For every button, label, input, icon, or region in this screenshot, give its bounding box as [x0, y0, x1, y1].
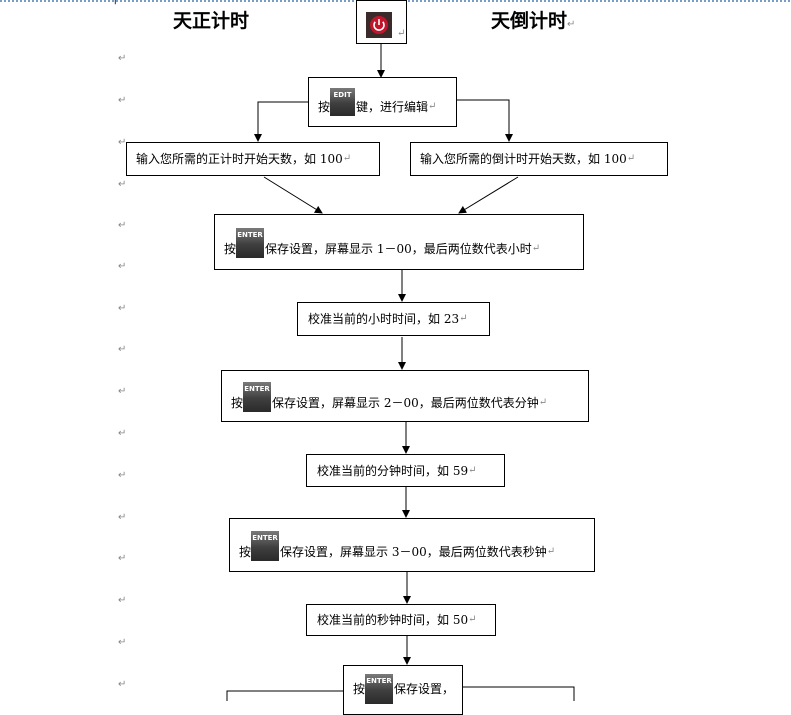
step-text: 保存设置，屏幕显示 2－00，最后两位数代表分钟 — [272, 396, 539, 410]
paragraph-mark: ↵ — [397, 28, 406, 39]
paragraph-mark: ↵ — [118, 428, 127, 439]
enter-key-icon: ENTER — [251, 531, 280, 561]
heading-count-down-text: 天倒计时 — [491, 10, 568, 32]
paragraph-mark: ↵ — [118, 220, 127, 231]
step-text-prefix: 按 — [231, 396, 244, 410]
step-text: 保存设置，屏幕显示 1－00，最后两位数代表小时 — [265, 242, 532, 256]
step-text-prefix: 按 — [318, 100, 331, 114]
paragraph-mark: ↵ — [118, 344, 127, 355]
paragraph-mark: ↵ — [118, 137, 127, 148]
step-text: 校准当前的分钟时间，如 59 — [317, 463, 469, 478]
paragraph-mark: ↵ — [118, 261, 127, 272]
step-text-prefix: 按 — [224, 242, 237, 256]
paragraph-mark: ↵ — [118, 470, 127, 481]
paragraph-mark: ↵ — [342, 153, 352, 164]
step-text: 键，进行编辑 — [356, 100, 429, 114]
step-text: 输入您所需的正计时开始天数，如 100 — [136, 152, 343, 166]
paragraph-mark: ↵ — [428, 101, 437, 112]
paragraph-mark: ↵ — [538, 397, 548, 408]
paragraph-mark: ↵ — [626, 153, 636, 164]
power-icon — [366, 12, 392, 38]
heading-count-up: 天正计时 — [173, 6, 249, 33]
enter-key-icon: ENTER — [243, 382, 272, 412]
flow-step-calibrate-hour: 校准当前的小时时间，如 23↵ — [297, 302, 490, 336]
enter-key-icon: ENTER — [365, 674, 394, 704]
flow-step-input-countdown-days: 输入您所需的倒计时开始天数，如 100↵ — [410, 142, 668, 176]
paragraph-mark: ↵ — [459, 313, 468, 324]
step-text-prefix: 按 — [353, 682, 366, 696]
paragraph-mark: ↵ — [118, 386, 127, 397]
enter-key-icon: ENTER — [236, 228, 265, 258]
paragraph-mark: ↵ — [468, 614, 477, 625]
paragraph-mark: ↵ — [118, 679, 127, 690]
heading-count-up-text: 天正计时 — [173, 10, 250, 32]
paragraph-mark: ↵ — [118, 553, 127, 564]
flow-step-calibrate-second: 校准当前的秒钟时间，如 50↵ — [306, 604, 496, 636]
step-text: 校准当前的小时时间，如 23 — [308, 312, 460, 326]
step-text: 保存设置，屏幕显示 3－00，最后两位数代表秒钟 — [280, 545, 547, 559]
paragraph-mark: ↵ — [118, 637, 127, 648]
step-text: 保存设置， — [394, 682, 455, 696]
page-corner-mark: ╹ — [113, 0, 118, 9]
step-text: 输入您所需的倒计时开始天数，如 100 — [420, 152, 627, 166]
power-button-box[interactable]: ↵ — [356, 0, 407, 44]
paragraph-mark: ↵ — [118, 179, 127, 190]
paragraph-mark: ↵ — [118, 303, 127, 314]
step-text-prefix: 按 — [239, 545, 252, 559]
heading-count-down: 天倒计时↵ — [491, 6, 575, 33]
paragraph-mark: ↵ — [546, 546, 556, 557]
paragraph-mark: ↵ — [468, 464, 477, 476]
flow-step-calibrate-minute: 校准当前的分钟时间，如 59↵ — [306, 454, 505, 487]
paragraph-mark: ↵ — [118, 595, 127, 606]
paragraph-mark: ↵ — [118, 512, 127, 523]
flow-step-input-countup-days: 输入您所需的正计时开始天数，如 100↵ — [126, 142, 380, 176]
paragraph-mark: ↵ — [567, 19, 576, 30]
edit-key-icon: EDIT — [330, 88, 356, 116]
paragraph-mark: ↵ — [531, 243, 541, 254]
paragraph-mark: ↵ — [118, 53, 127, 64]
paragraph-mark: ↵ — [118, 95, 127, 106]
step-text: 校准当前的秒钟时间，如 50 — [317, 613, 469, 627]
